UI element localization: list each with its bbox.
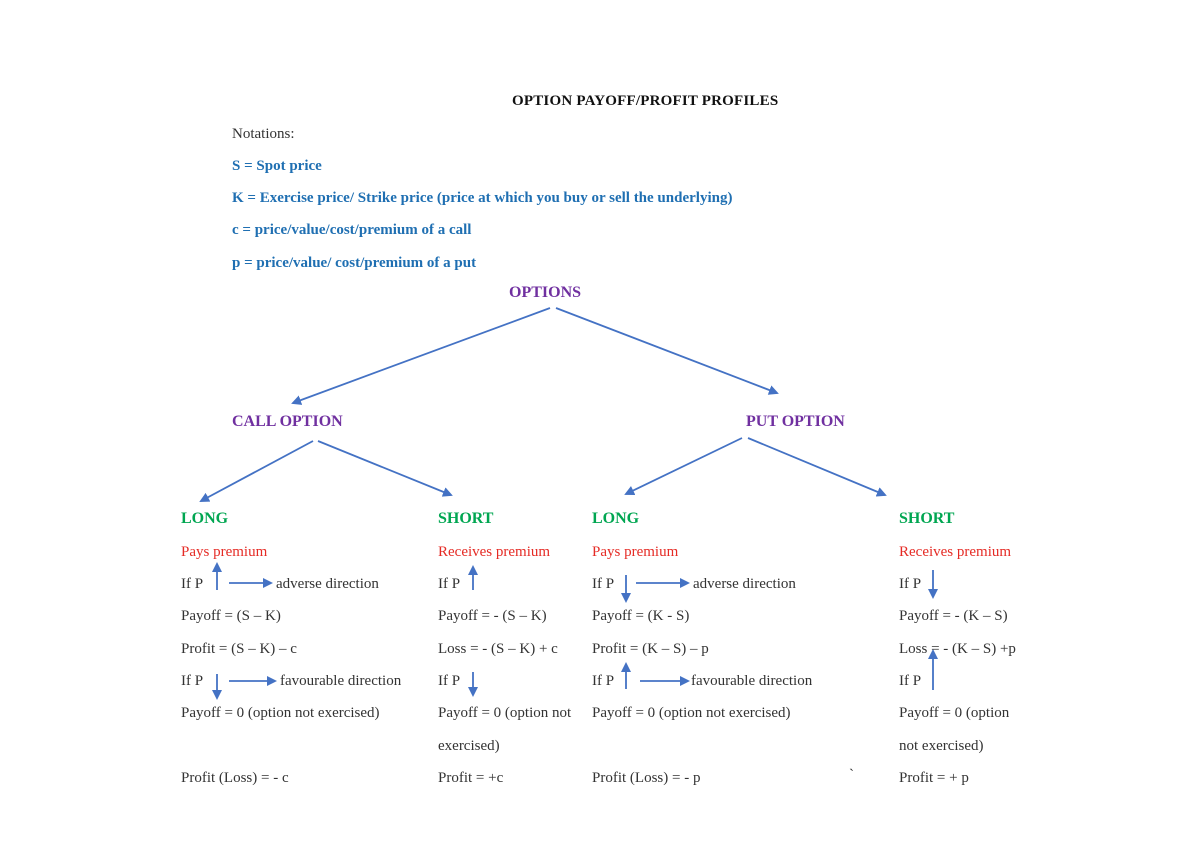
call-long-payoff: Payoff = (S – K) — [181, 608, 281, 624]
put-short-loss: Loss = - (K – S) +p — [899, 641, 1016, 657]
put-long-profit-loss: Profit (Loss) = - p — [592, 770, 701, 786]
put-long-profit: Profit = (K – S) – p — [592, 641, 709, 657]
put-long-if-down: If P — [592, 576, 615, 592]
call-long-payoff-zero: Payoff = 0 (option not exercised) — [181, 705, 380, 721]
call-short-payoff: Payoff = - (S – K) — [438, 608, 547, 624]
put-short-payoff-zero: Payoff = 0 (option — [899, 705, 1010, 721]
call-long-profit-loss: Profit (Loss) = - c — [181, 770, 289, 786]
call-long-premium: Pays premium — [181, 544, 268, 560]
put-long-up-result: favourable direction — [691, 673, 813, 689]
arrow-call-to-short — [317, 440, 453, 497]
call-short-premium: Receives premium — [438, 544, 551, 560]
put-short-profit: Profit = + p — [899, 770, 969, 786]
notation-spot-price: S = Spot price — [232, 158, 322, 174]
put-short-payoff: Payoff = - (K – S) — [899, 608, 1008, 624]
call-short-payoff-zero: Payoff = 0 (option not — [438, 705, 572, 721]
arrow-options-to-call — [291, 307, 551, 405]
call-long-if-up: If P — [181, 576, 204, 592]
put-short-premium: Receives premium — [899, 544, 1012, 560]
put-short-heading: SHORT — [899, 510, 955, 527]
put-long-heading: LONG — [592, 510, 640, 527]
call-short-if-down: If P — [438, 673, 461, 689]
call-long-down-result: favourable direction — [280, 673, 402, 689]
call-long-up-result: adverse direction — [276, 576, 379, 592]
page-title: OPTION PAYOFF/PROFIT PROFILES — [512, 93, 779, 109]
put-long-payoff: Payoff = (K - S) — [592, 608, 690, 624]
notation-put-premium: p = price/value/ cost/premium of a put — [232, 255, 477, 271]
arrow-put-to-long — [624, 437, 743, 496]
put-short-if-down: If P — [899, 576, 922, 592]
put-long-premium: Pays premium — [592, 544, 679, 560]
call-option-node: CALL OPTION — [232, 413, 343, 430]
put-option-node: PUT OPTION — [746, 413, 845, 430]
put-short-if-up: If P — [899, 673, 922, 689]
put-long-payoff-zero: Payoff = 0 (option not exercised) — [592, 705, 791, 721]
call-short-profit: Profit = +c — [438, 770, 504, 786]
stray-mark: ` — [849, 767, 854, 783]
call-short-payoff-zero-cont: exercised) — [438, 738, 500, 754]
call-long-if-down: If P — [181, 673, 204, 689]
notation-call-premium: c = price/value/cost/premium of a call — [232, 222, 472, 238]
put-long-down-result: adverse direction — [693, 576, 796, 592]
arrow-call-to-long — [199, 440, 314, 502]
call-long-profit: Profit = (S – K) – c — [181, 641, 297, 657]
options-node: OPTIONS — [509, 284, 582, 301]
arrow-put-to-short — [747, 437, 887, 497]
call-short-heading: SHORT — [438, 510, 494, 527]
notations-label: Notations: — [232, 126, 295, 142]
call-short-if-up: If P — [438, 576, 461, 592]
put-short-payoff-zero-cont: not exercised) — [899, 738, 984, 754]
put-long-if-up: If P — [592, 673, 615, 689]
notation-strike-price: K = Exercise price/ Strike price (price … — [232, 190, 733, 206]
call-long-heading: LONG — [181, 510, 229, 527]
arrow-options-to-put — [555, 307, 779, 395]
call-short-loss: Loss = - (S – K) + c — [438, 641, 558, 657]
